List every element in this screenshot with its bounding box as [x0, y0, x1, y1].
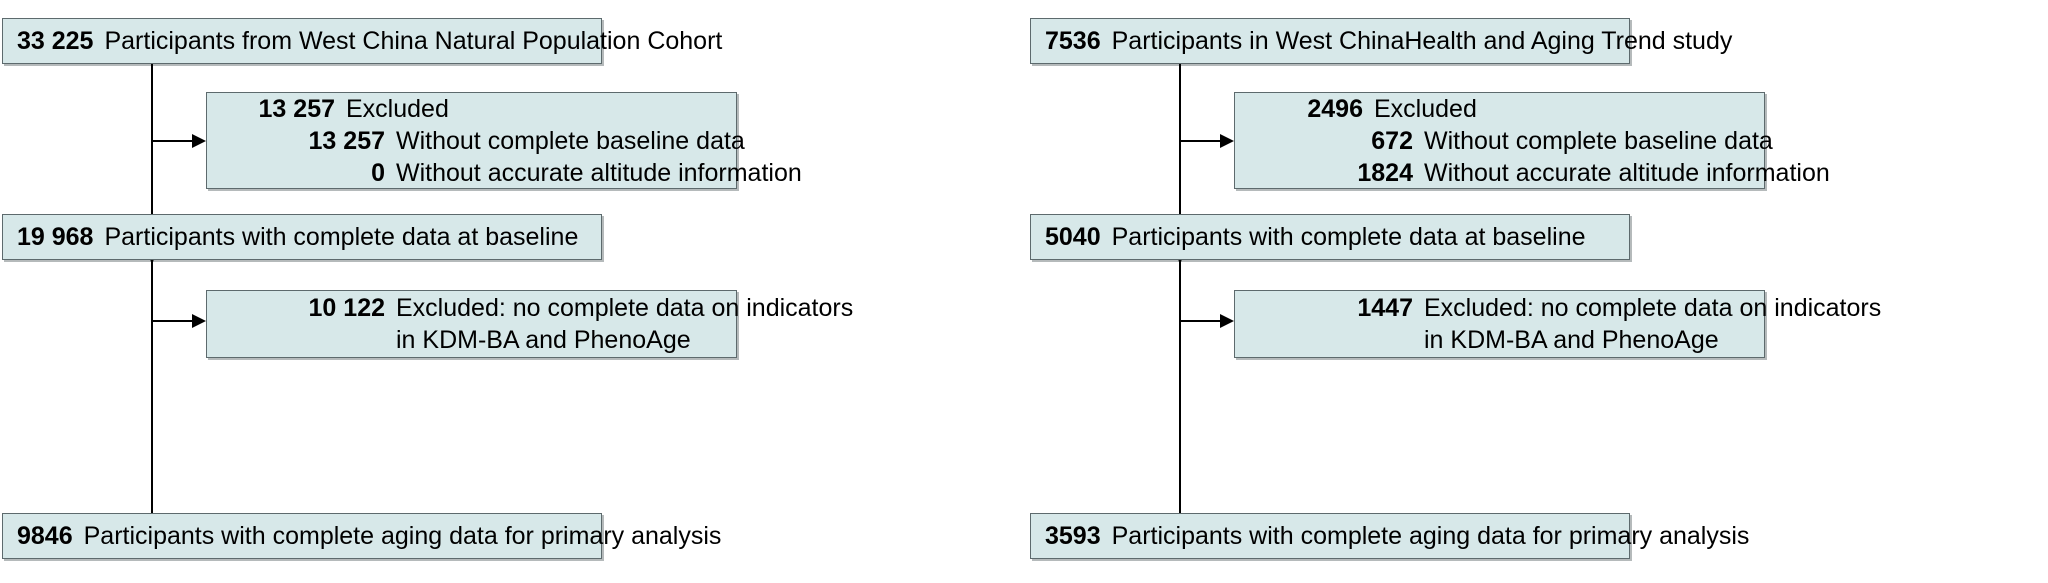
cohort-column-right: 7536 Participants in West ChinaHealth an… [1024, 0, 2048, 583]
final-label: Participants with complete aging data fo… [1111, 522, 1750, 550]
enrollment-row: 33 225 Participants from West China Natu… [17, 25, 722, 57]
baseline-count: 19 968 [17, 223, 94, 251]
connector-enrollment-to-baseline [1179, 64, 1181, 254]
final-box: 3593 Participants with complete aging da… [1030, 513, 1749, 559]
exclusion-1-reason-count: 1824 [1357, 158, 1413, 187]
connector-to-exclusion-1 [1179, 140, 1227, 142]
cohort-column-left: 33 225 Participants from West China Natu… [2, 18, 854, 559]
exclusion-1-reason-label: Without complete baseline data [1424, 126, 1773, 155]
enrollment-box: 7536 Participants in West ChinaHealth an… [1030, 18, 1732, 64]
exclusion-1-reason-label: Without accurate altitude information [1424, 158, 1830, 187]
exclusion-1-box: 13 257 Excluded 13 257 Without complete … [206, 92, 802, 189]
exclusion-1-total-count: 2496 [1307, 94, 1363, 123]
baseline-count: 5040 [1045, 223, 1101, 251]
final-label: Participants with complete aging data fo… [83, 522, 722, 550]
final-box: 9846 Participants with complete aging da… [2, 513, 721, 559]
exclusion-1-total-row: 2496 Excluded [1235, 93, 1764, 125]
exclusion-1-reason-count: 0 [371, 158, 385, 187]
enrollment-label: Participants from West China Natural Pop… [104, 27, 723, 55]
final-count: 3593 [1045, 522, 1101, 550]
enrollment-count: 7536 [1045, 27, 1101, 55]
exclusion-2-label: Excluded: no complete data on indicators… [1424, 294, 1882, 354]
exclusion-2-count: 1447 [1357, 294, 1413, 322]
exclusion-1-reason-count: 672 [1371, 126, 1413, 155]
exclusion-1-reason-row: 1824 Without accurate altitude informati… [1235, 157, 1829, 189]
arrowhead-to-exclusion-2-icon [192, 314, 206, 328]
exclusion-1-box: 2496 Excluded 672 Without complete basel… [1234, 92, 1830, 189]
exclusion-2-count: 10 122 [308, 294, 385, 322]
exclusion-1-total-count: 13 257 [258, 94, 335, 123]
baseline-box: 19 968 Participants with complete data a… [2, 214, 602, 260]
exclusion-1-total-label: Excluded [346, 94, 449, 123]
final-row: 3593 Participants with complete aging da… [1045, 520, 1749, 552]
baseline-row: 5040 Participants with complete data at … [1045, 221, 1629, 253]
connector-enrollment-to-baseline [151, 64, 153, 254]
exclusion-2-label: Excluded: no complete data on indicators… [396, 294, 854, 354]
final-row: 9846 Participants with complete aging da… [17, 520, 721, 552]
exclusion-1-total-label: Excluded [1374, 94, 1477, 123]
exclusion-1-reason-label: Without accurate altitude information [396, 158, 802, 187]
connector-to-exclusion-1 [151, 140, 199, 142]
exclusion-2-row: 10 122 Excluded: no complete data on ind… [207, 292, 854, 356]
exclusion-1-reason-row: 13 257 Without complete baseline data [207, 125, 745, 157]
exclusion-2-row: 1447 Excluded: no complete data on indic… [1235, 292, 1881, 356]
arrowhead-to-exclusion-1-icon [192, 134, 206, 148]
exclusion-1-reason-count: 13 257 [308, 126, 385, 155]
enrollment-count: 33 225 [17, 27, 94, 55]
enrollment-box: 33 225 Participants from West China Natu… [2, 18, 722, 64]
exclusion-1-reason-row: 0 Without accurate altitude information [207, 157, 802, 189]
exclusion-1-total-row: 13 257 Excluded [207, 93, 736, 125]
exclusion-1-reason-label: Without complete baseline data [396, 126, 745, 155]
enrollment-row: 7536 Participants in West ChinaHealth an… [1045, 25, 1732, 57]
baseline-row: 19 968 Participants with complete data a… [17, 221, 601, 253]
connector-baseline-to-final [151, 260, 153, 545]
exclusion-2-box: 1447 Excluded: no complete data on indic… [1234, 290, 1881, 358]
baseline-box: 5040 Participants with complete data at … [1030, 214, 1630, 260]
arrowhead-to-exclusion-2-icon [1220, 314, 1234, 328]
baseline-label: Participants with complete data at basel… [104, 223, 579, 251]
connector-baseline-to-final [1179, 260, 1181, 545]
final-count: 9846 [17, 522, 73, 550]
connector-to-exclusion-2 [151, 320, 199, 322]
exclusion-1-reason-row: 672 Without complete baseline data [1235, 125, 1773, 157]
arrowhead-to-exclusion-1-icon [1220, 134, 1234, 148]
baseline-label: Participants with complete data at basel… [1111, 223, 1586, 251]
connector-to-exclusion-2 [1179, 320, 1227, 322]
enrollment-label: Participants in West ChinaHealth and Agi… [1111, 27, 1733, 55]
exclusion-2-box: 10 122 Excluded: no complete data on ind… [206, 290, 854, 358]
